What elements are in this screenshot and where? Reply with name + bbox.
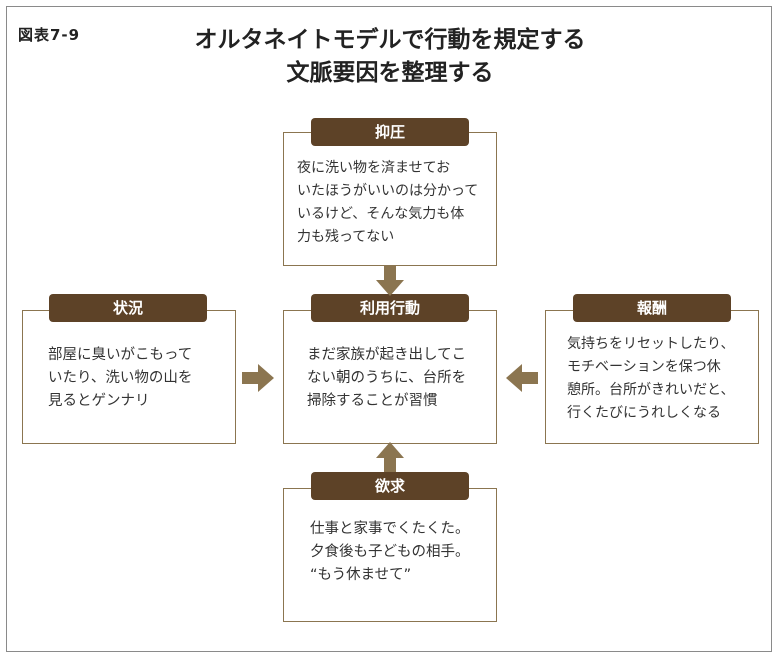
node-center-text: まだ家族が起き出してこ ない朝のうちに、台所を 掃除することが習慣 (307, 344, 493, 413)
node-bottom-line: “もう休ませて” (310, 567, 412, 583)
node-bottom-line: 夕食後も子どもの相手。 (310, 544, 470, 560)
node-right-line: モチベーションを保つ休 (567, 359, 721, 375)
node-center-line: まだ家族が起き出してこ (307, 347, 467, 363)
node-right-box (545, 310, 759, 444)
node-left-line: 見るとゲンナリ (48, 393, 150, 409)
node-center-box (283, 310, 497, 444)
node-center-label: 利用行動 (311, 294, 469, 322)
arrow-left-icon (506, 364, 538, 392)
node-right-line: 行くたびにうれしくなる (567, 405, 721, 421)
title-line-2: 文脈要因を整理する (286, 60, 494, 86)
node-right-line: 気持ちをリセットしたり、 (567, 336, 735, 352)
node-top-label: 抑圧 (311, 118, 469, 146)
node-top-line: いるけど、そんな気力も体 (297, 206, 465, 222)
node-bottom-box (283, 488, 497, 622)
node-bottom-label: 欲求 (311, 472, 469, 500)
node-right-text: 気持ちをリセットしたり、 モチベーションを保つ休 憩所。台所がきれいだと、 行く… (567, 333, 757, 425)
figure-label: 図表7-9 (18, 26, 81, 44)
arrow-up-icon (376, 442, 404, 472)
arrow-right-icon (242, 364, 274, 392)
node-top-box (283, 132, 497, 266)
node-bottom-text: 仕事と家事でくたくた。 夕食後も子どもの相手。 “もう休ませて” (310, 518, 494, 587)
node-left-line: いたり、洗い物の山を (48, 370, 193, 386)
node-top-line: いたほうがいいのは分かって (297, 183, 479, 199)
node-top-text: 夜に洗い物を済ませてお いたほうがいいのは分かって いるけど、そんな気力も体 力… (297, 157, 493, 249)
node-center-line: 掃除することが習慣 (307, 393, 438, 409)
node-right-line: 憩所。台所がきれいだと、 (567, 382, 735, 398)
arrow-down-icon (376, 266, 404, 296)
node-top-line: 夜に洗い物を済ませてお (297, 160, 451, 176)
diagram-title: オルタネイトモデルで行動を規定する 文脈要因を整理する (0, 24, 780, 90)
node-top-line: 力も残ってない (297, 229, 395, 245)
node-left-label: 状況 (49, 294, 207, 322)
node-left-line: 部屋に臭いがこもって (48, 347, 193, 363)
title-line-1: オルタネイトモデルで行動を規定する (194, 27, 586, 53)
node-right-label: 報酬 (573, 294, 731, 322)
node-bottom-line: 仕事と家事でくたくた。 (310, 521, 470, 537)
node-left-text: 部屋に臭いがこもって いたり、洗い物の山を 見るとゲンナリ (48, 344, 228, 413)
node-center-line: ない朝のうちに、台所を (307, 370, 467, 386)
